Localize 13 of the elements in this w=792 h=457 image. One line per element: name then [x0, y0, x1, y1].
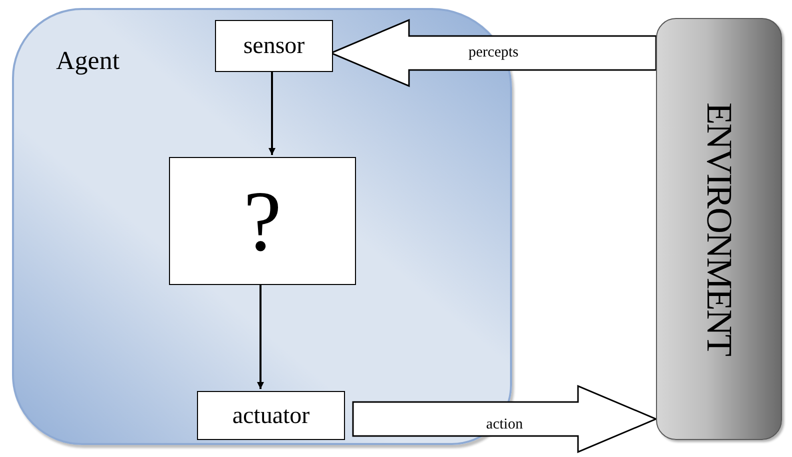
arrow [257, 283, 264, 389]
panel-title: Agent [56, 46, 120, 76]
box-label: actuator [232, 404, 310, 428]
process-box [215, 20, 333, 72]
process-box [197, 391, 345, 440]
environment-bar [656, 18, 782, 440]
process-box [169, 157, 356, 285]
arrow [268, 70, 276, 155]
block-arrow [352, 384, 658, 454]
environment-label: ENVIRONMENT [698, 102, 740, 356]
box-label: ? [243, 178, 282, 264]
edge-label: percepts [468, 46, 518, 60]
box-label: sensor [243, 34, 305, 58]
